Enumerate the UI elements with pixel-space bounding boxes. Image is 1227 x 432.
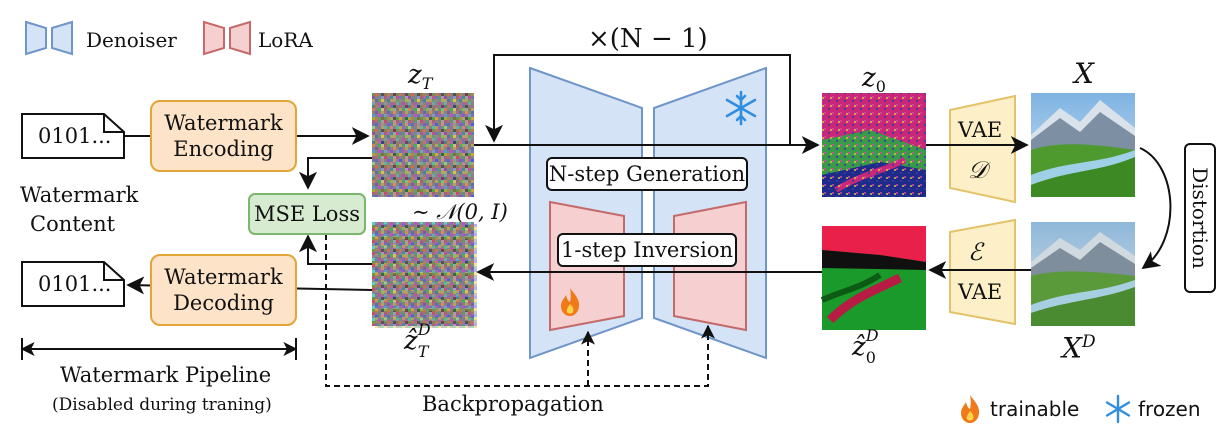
n-step-generation-box: N-step Generation <box>546 157 748 191</box>
mse-loss-label: MSE Loss <box>253 201 361 226</box>
loop-count-label: ×(N − 1) <box>588 24 708 54</box>
watermark-pipeline-label: Watermark Pipeline <box>60 363 272 387</box>
watermark-content-label-1: Watermark <box>20 183 139 207</box>
vae-encoder-shape <box>949 218 1016 326</box>
watermark-output-file <box>21 261 125 307</box>
latent-z0-label: z0 <box>862 63 886 97</box>
backpropagation-label: Backpropagation <box>422 392 604 416</box>
n-step-generation-label: N-step Generation <box>548 161 746 186</box>
watermark-pipeline-note: (Disabled during traning) <box>52 395 272 415</box>
vae-decoder-shape <box>949 94 1016 204</box>
watermark-encoding-line-1: Watermark <box>164 110 283 135</box>
legend-snowflake-icon <box>1105 394 1131 424</box>
legend-frozen-label: frozen <box>1138 397 1201 421</box>
noise-distribution-label: ∼ 𝒩(0, I) <box>412 200 508 224</box>
legend-lora-icon <box>203 20 251 56</box>
watermark-input-file <box>21 113 125 159</box>
latent-z0-image <box>822 93 926 197</box>
watermark-decoding-line-1: Watermark <box>164 264 283 289</box>
latent-zT-label: zT <box>408 60 433 94</box>
watermark-content-label-2: Content <box>30 212 116 236</box>
watermark-decoding-box: Watermark Decoding <box>150 254 297 326</box>
image-xd-label: XD <box>1062 331 1096 365</box>
vae-decoder-symbol: 𝒟 <box>968 156 988 184</box>
one-step-inversion-box: 1-step Inversion <box>557 233 737 267</box>
distortion-box: Distortion <box>1184 143 1216 293</box>
legend-trainable-label: trainable <box>990 397 1080 421</box>
vae-encoder-symbol: ℰ <box>968 238 983 266</box>
watermark-encoding-box: Watermark Encoding <box>150 100 297 172</box>
legend-denoiser-icon <box>25 20 73 56</box>
latent-z0-hat-image <box>820 226 926 330</box>
denoiser-snowflake-icon <box>725 90 757 126</box>
distortion-label: Distortion <box>1188 167 1212 269</box>
legend-lora-label: LoRA <box>258 28 313 52</box>
image-x-label: X <box>1074 57 1094 90</box>
watermark-input-bits: 0101... <box>38 124 112 148</box>
watermark-encoding-line-2: Encoding <box>173 137 274 161</box>
mse-loss-box: MSE Loss <box>248 193 366 235</box>
watermark-decoding-line-2: Decoding <box>173 291 274 315</box>
one-step-inversion-label: 1-step Inversion <box>560 237 734 262</box>
image-x <box>1031 93 1135 197</box>
legend-denoiser-label: Denoiser <box>86 28 177 52</box>
watermark-output-bits: 0101... <box>38 272 112 296</box>
image-xd <box>1031 222 1135 326</box>
legend-fire-icon <box>961 395 980 423</box>
vae-decoder-label: VAE <box>958 118 1003 142</box>
vae-encoder-label: VAE <box>958 280 1003 304</box>
lora-fire-icon <box>561 288 580 316</box>
